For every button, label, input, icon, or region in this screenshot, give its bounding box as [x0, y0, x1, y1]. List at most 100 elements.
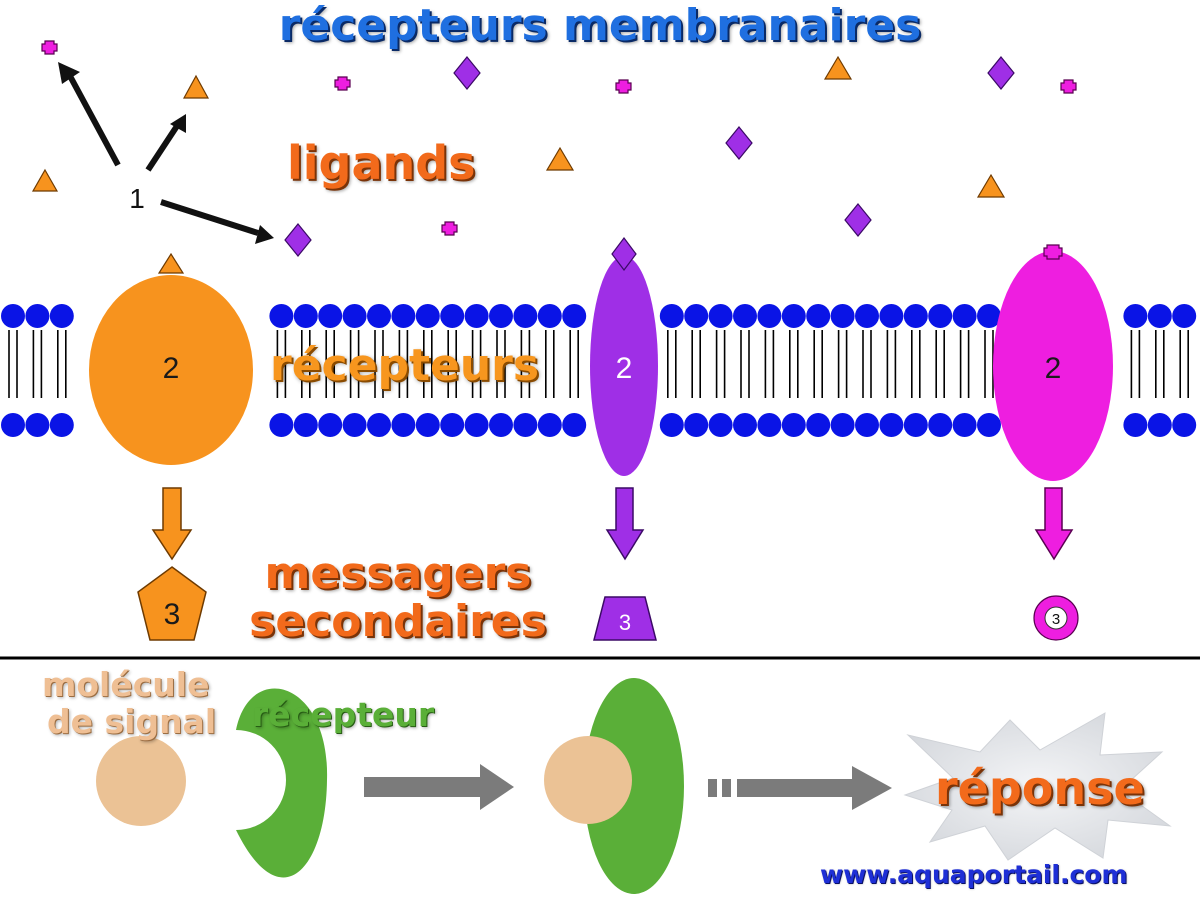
label-reponse: réponse	[935, 761, 1145, 815]
lipid-head	[293, 413, 318, 437]
second-messenger-trapezoid-number: 3	[619, 610, 631, 635]
ligand-cross	[615, 79, 632, 94]
ligand-diamond	[987, 56, 1015, 90]
ligand-cross	[441, 221, 458, 236]
lipid-head	[415, 413, 440, 437]
lipid-head	[830, 413, 855, 437]
receptor-magenta	[993, 251, 1113, 481]
label-secondaires: secondaires	[249, 596, 547, 647]
lipid-head	[391, 413, 416, 437]
lipid-head	[1172, 304, 1197, 328]
down-arrow-orange	[151, 487, 193, 561]
page-title: récepteurs membranaires	[278, 0, 922, 51]
site-url: www.aquaportail.com	[820, 860, 1128, 889]
lipid-head	[1, 413, 25, 437]
receptor-green-open	[236, 688, 328, 878]
lipid-head	[806, 413, 831, 437]
lipid-head	[391, 304, 416, 328]
lipid-head	[781, 413, 806, 437]
receptor-purple	[590, 256, 658, 476]
lipid-head	[342, 413, 367, 437]
ligand-pointer-arrows	[58, 62, 274, 244]
label-messagers: messagers	[264, 548, 532, 599]
lipid-head	[733, 413, 757, 437]
lipid-head	[928, 304, 953, 328]
free-ligands	[31, 40, 1077, 257]
receptor-purple-number: 2	[616, 352, 633, 385]
lipid-head	[293, 304, 318, 328]
lipid-head	[1172, 413, 1197, 437]
lipid-head	[1123, 304, 1148, 328]
response-burst	[903, 712, 1172, 861]
lipid-head	[733, 304, 757, 328]
gray-arrow-1	[364, 764, 514, 810]
label-recepteur: récepteur	[252, 695, 435, 734]
lipid-head	[489, 304, 513, 328]
lipid-head	[855, 304, 879, 328]
lipid-head	[513, 304, 538, 328]
lipid-head	[269, 413, 294, 437]
label-molecule: molécule	[42, 665, 210, 704]
lipid-head	[708, 304, 733, 328]
lipid-head	[415, 304, 440, 328]
down-arrow-magenta	[1034, 487, 1074, 561]
lipid-head	[1147, 413, 1172, 437]
receptor-green-bound	[584, 678, 684, 894]
lipid-head	[659, 413, 684, 437]
lipid-head	[1, 304, 25, 328]
signal-molecule	[96, 736, 186, 826]
lipid-head	[952, 413, 977, 437]
lipid-head	[757, 413, 782, 437]
lipid-head	[1123, 413, 1148, 437]
lipid-head	[977, 304, 1001, 328]
down-arrow-purple	[605, 487, 645, 561]
lipid-head	[537, 413, 562, 437]
ligand-triangle	[823, 55, 853, 80]
lipid-head	[440, 304, 465, 328]
lipid-head	[708, 413, 733, 437]
lipid-head	[440, 413, 465, 437]
lipid-head	[684, 304, 709, 328]
second-messenger-trapezoid	[593, 596, 657, 641]
lipid-head	[25, 413, 50, 437]
gray-arrow-dashed	[708, 766, 892, 810]
ligand-triangle	[31, 168, 59, 192]
lipid-head	[1147, 304, 1172, 328]
lipid-head	[781, 304, 806, 328]
lipid-head	[977, 413, 1001, 437]
lipid-head	[318, 304, 343, 328]
lipid-head	[903, 304, 928, 328]
receptor-orange-number: 2	[163, 352, 180, 385]
second-messenger-ring-inner	[1044, 606, 1068, 630]
lipid-head	[806, 304, 831, 328]
lipid-head	[684, 413, 709, 437]
ligand-diamond	[725, 126, 753, 160]
ligand-cross	[334, 76, 351, 91]
lipid-head	[537, 304, 562, 328]
receptor-orange	[89, 275, 253, 465]
label-ligands: ligands	[287, 136, 476, 190]
second-messenger-pentagon	[137, 566, 207, 641]
ligand-triangle	[976, 173, 1006, 198]
lipid-head	[464, 413, 489, 437]
lipid-head	[952, 304, 977, 328]
ligand-cross	[41, 40, 58, 55]
lipid-head	[928, 413, 953, 437]
lipid-head	[513, 413, 538, 437]
second-messenger-ring-number: 3	[1052, 611, 1060, 628]
label-recepteurs: récepteurs	[270, 340, 540, 391]
lipid-head	[659, 304, 684, 328]
ligand-marker-number: 1	[129, 183, 145, 214]
lipid-head	[562, 304, 587, 328]
lipid-head	[903, 413, 928, 437]
lipid-head	[830, 304, 855, 328]
lipid-head	[49, 413, 74, 437]
lipid-head	[489, 413, 513, 437]
lipid-head	[367, 304, 391, 328]
lipid-head	[562, 413, 587, 437]
bound-ligand-triangle	[157, 252, 185, 274]
lipid-head	[25, 304, 50, 328]
ligand-diamond	[844, 203, 872, 237]
